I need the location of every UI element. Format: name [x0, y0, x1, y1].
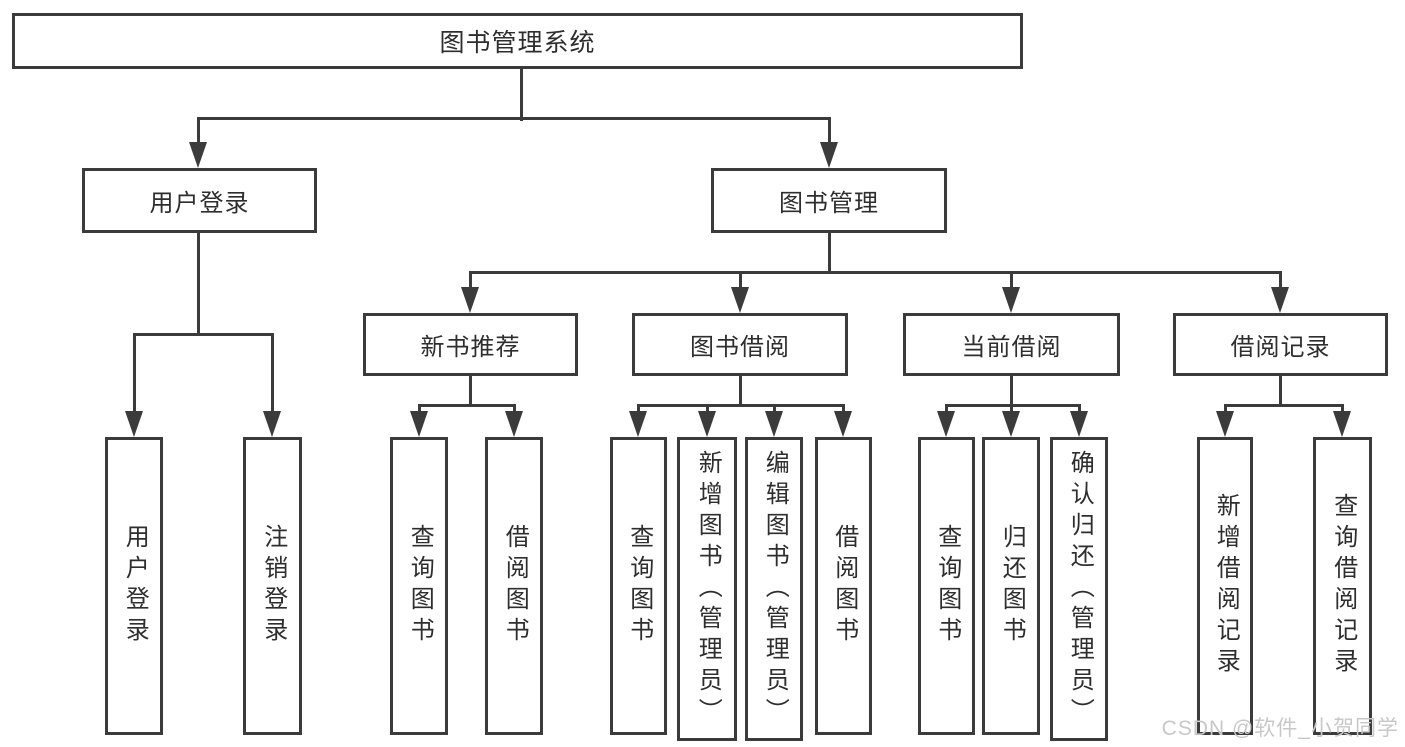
node-label: 当前借阅: [961, 334, 1062, 361]
node-new-book-recommend: 新书推荐: [363, 313, 578, 376]
connector-line: [1341, 404, 1344, 413]
connector-line: [739, 271, 742, 289]
arrowhead: [698, 411, 716, 437]
connector-line: [520, 69, 523, 121]
leaf-label: 借阅图书: [501, 524, 529, 648]
connector-line: [418, 404, 516, 407]
node-label: 图书借阅: [690, 334, 790, 361]
connector-line: [1224, 404, 1227, 413]
leaf-label: 确认归还（管理员）: [1066, 449, 1094, 729]
leaf-label: 新增图书（管理员）: [694, 449, 722, 729]
connector-line: [773, 404, 776, 413]
arrowhead: [263, 411, 281, 437]
connector-line: [197, 233, 200, 336]
watermark-csdn: CSDN @软件_小贺同学: [1161, 717, 1399, 740]
connector-line: [1224, 404, 1344, 407]
connector-line: [197, 117, 831, 120]
leaf-label: 注销登录: [259, 524, 287, 648]
connector-line: [1279, 271, 1282, 289]
connector-line: [739, 376, 742, 407]
node-label: 新书推荐: [420, 334, 521, 361]
connector-line: [1010, 271, 1013, 289]
arrowhead: [461, 287, 479, 313]
leaf-label: 借阅图书: [830, 524, 858, 648]
node-label: 借阅记录: [1230, 334, 1331, 361]
arrowhead: [834, 411, 852, 437]
arrowhead: [1271, 287, 1289, 313]
leaf-recommend-borrow-books: 借阅图书: [485, 437, 543, 735]
connector-line: [133, 333, 136, 413]
connector-line: [637, 404, 640, 413]
connector-line: [469, 271, 472, 289]
connector-line: [1279, 376, 1282, 407]
connector-line: [828, 117, 831, 144]
arrowhead: [629, 411, 647, 437]
leaf-label: 编辑图书（管理员）: [761, 449, 789, 729]
node-label: 用户登录: [149, 190, 250, 217]
leaf-current-query-books: 查询图书: [918, 437, 975, 735]
node-book-borrowing: 图书借阅: [632, 313, 848, 376]
leaf-add-books-admin: 新增图书（管理员）: [677, 437, 737, 741]
leaf-label: 查询图书: [625, 524, 653, 648]
connector-line: [1010, 404, 1013, 413]
connector-line: [706, 404, 709, 413]
connector-line: [469, 376, 472, 407]
arrowhead: [820, 142, 838, 168]
node-borrowing-records: 借阅记录: [1173, 313, 1388, 376]
leaf-recommend-query-books: 查询图书: [390, 437, 448, 735]
connector-line: [513, 404, 516, 413]
leaf-label: 查询图书: [406, 524, 434, 648]
arrowhead: [125, 411, 143, 437]
arrowhead: [410, 411, 428, 437]
leaf-label: 用户登录: [121, 524, 149, 648]
arrowhead: [1216, 411, 1234, 437]
leaf-add-borrow-record: 新增借阅记录: [1197, 437, 1253, 735]
arrowhead: [1002, 411, 1020, 437]
leaf-logout: 注销登录: [243, 437, 302, 735]
leaf-user-login: 用户登录: [105, 437, 163, 735]
node-label: 图书管理系统: [439, 29, 596, 57]
arrowhead: [1070, 411, 1088, 437]
node-current-borrowing: 当前借阅: [903, 313, 1120, 376]
leaf-label: 新增借阅记录: [1212, 493, 1240, 679]
node-user-login: 用户登录: [82, 168, 317, 233]
arrowhead: [1002, 287, 1020, 313]
arrowhead: [937, 411, 955, 437]
leaf-label: 归还图书: [998, 524, 1026, 648]
connector-line: [842, 404, 845, 413]
connector-line: [1010, 376, 1013, 407]
connector-line: [828, 233, 831, 274]
leaf-label: 查询图书: [933, 524, 961, 648]
arrowhead: [731, 287, 749, 313]
arrowhead: [765, 411, 783, 437]
node-book-management: 图书管理: [711, 168, 947, 233]
connector-line: [271, 333, 274, 413]
connector-line: [197, 117, 200, 144]
leaf-borrowing-borrow-books: 借阅图书: [815, 437, 872, 735]
node-library-system: 图书管理系统: [12, 13, 1023, 69]
leaf-label: 查询借阅记录: [1329, 493, 1357, 679]
leaf-edit-books-admin: 编辑图书（管理员）: [745, 437, 803, 741]
connector-line: [945, 404, 948, 413]
connector-line: [418, 404, 421, 413]
leaf-confirm-return-admin: 确认归还（管理员）: [1050, 437, 1108, 741]
connector-line: [1078, 404, 1081, 413]
connector-line: [133, 333, 274, 336]
arrowhead: [505, 411, 523, 437]
leaf-borrowing-query-books: 查询图书: [610, 437, 667, 735]
leaf-query-borrow-record: 查询借阅记录: [1313, 437, 1372, 735]
node-label: 图书管理: [779, 190, 879, 217]
arrowhead: [1333, 411, 1351, 437]
leaf-return-books: 归还图书: [982, 437, 1040, 735]
arrowhead: [189, 142, 207, 168]
connector-line: [637, 404, 844, 407]
connector-line: [469, 271, 1282, 274]
